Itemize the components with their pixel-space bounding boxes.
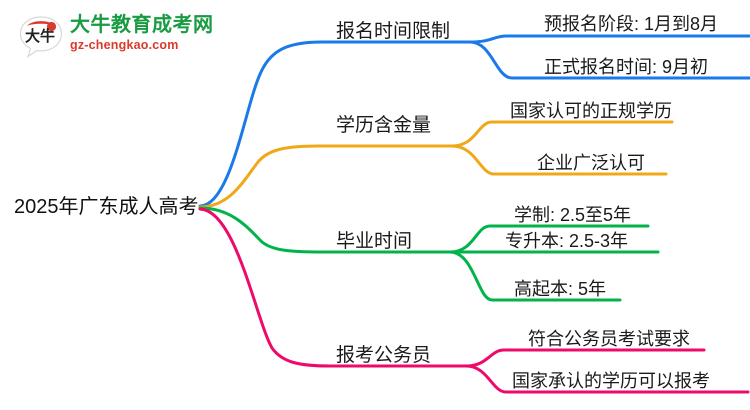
leaf-node-4-2[interactable]: 国家承认的学历可以报考: [512, 371, 710, 391]
branch-3-leaf-3-link: [448, 250, 622, 302]
branch-4-trunk: [198, 207, 332, 368]
leaf-node-2-2[interactable]: 企业广泛认可: [537, 153, 645, 173]
branch-4-leaf-2-link: [464, 364, 750, 394]
branch-connector-4: [198, 207, 750, 394]
leaf-node-3-2[interactable]: 专升本: 2.5-3年: [505, 231, 629, 251]
branch-label-1[interactable]: 报名时间限制: [336, 21, 451, 42]
branch-1-trunk: [198, 40, 324, 208]
branch-4-leaf-1-link: [464, 348, 706, 368]
branch-1-leaf-2-link: [468, 40, 750, 80]
svg-text:大牛: 大牛: [25, 27, 55, 45]
leaf-node-3-1[interactable]: 学制: 2.5至5年: [514, 205, 632, 225]
branch-connector-3: [198, 206, 660, 302]
leaf-node-3-3[interactable]: 高起本: 5年: [514, 279, 607, 299]
logo-wordmark: 大牛教育成考网 gz-chengkao.com: [70, 13, 240, 53]
branch-label-2[interactable]: 学历含金量: [336, 115, 432, 136]
speech-bubble-logo-icon: 大牛: [18, 14, 64, 58]
site-logo[interactable]: 大牛 大牛教育成考网 gz-chengkao.com: [18, 12, 238, 62]
branch-connector-2: [198, 120, 674, 209]
branch-connector-1: [198, 34, 750, 208]
mindmap-root-node[interactable]: 2025年广东成人高考: [14, 196, 199, 218]
logo-brand-url: gz-chengkao.com: [70, 38, 179, 52]
branch-label-4[interactable]: 报考公务员: [336, 345, 432, 366]
branch-2-trunk: [198, 144, 320, 209]
branch-3-trunk: [198, 206, 324, 254]
leaf-node-2-1[interactable]: 国家认可的正规学历: [510, 101, 672, 121]
branch-1-leaf-1-link: [468, 34, 750, 44]
logo-brand-name: 大牛教育成考网: [70, 14, 214, 36]
branch-label-3[interactable]: 毕业时间: [336, 231, 413, 252]
leaf-node-1-2[interactable]: 正式报名时间: 9月初: [544, 57, 709, 77]
branch-2-leaf-2-link: [450, 144, 668, 176]
leaf-node-1-1[interactable]: 预报名阶段: 1月到8月: [544, 14, 719, 34]
leaf-node-4-1[interactable]: 符合公务员考试要求: [528, 329, 690, 349]
branch-2-leaf-1-link: [450, 120, 674, 148]
